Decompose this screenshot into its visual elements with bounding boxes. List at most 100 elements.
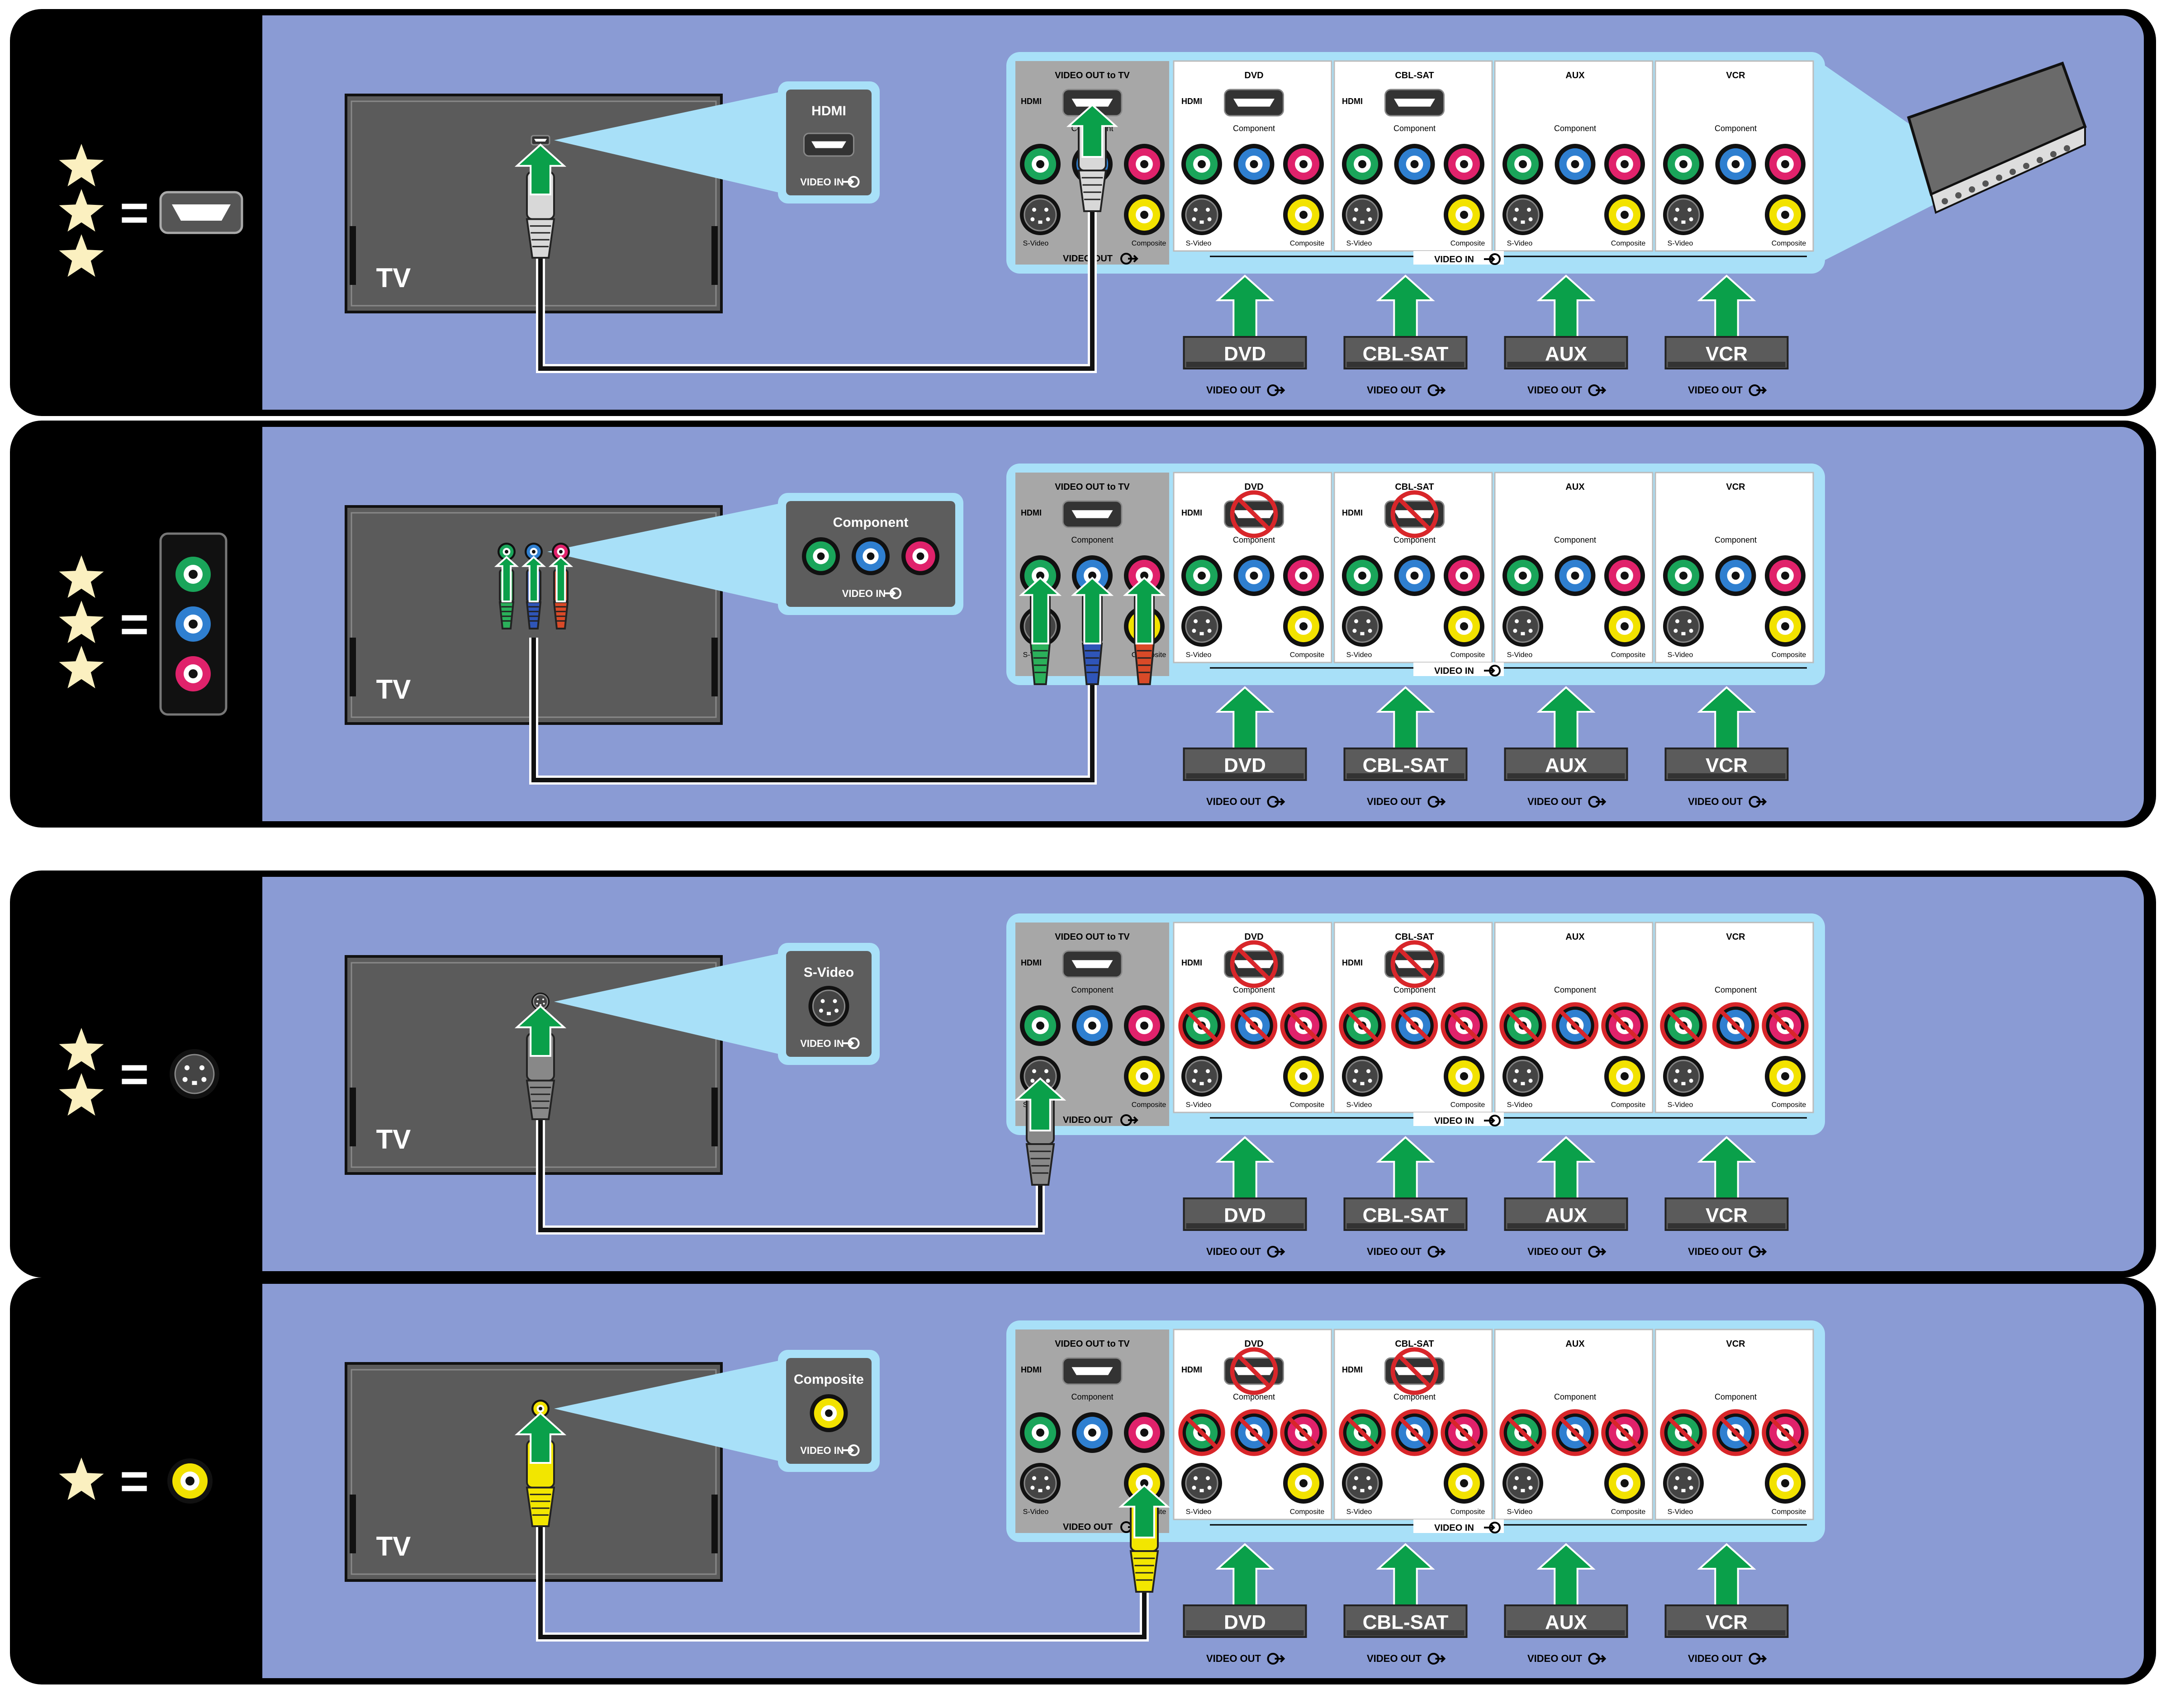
in-svideo-port [1342,606,1383,647]
rca-jack-icon [552,543,570,561]
not-available-icon [1441,1409,1488,1456]
callout-beam [554,952,787,1056]
rca-jack-icon [1394,144,1435,185]
not-available-icon [1230,1002,1278,1049]
not-available-icon [1178,1002,1225,1049]
rca-jack-icon [1233,555,1275,596]
video-in-footer: VIDEO IN [1434,666,1474,676]
in-composite-port [1765,1056,1806,1097]
source-footer: VIDEO OUT [1367,1246,1422,1257]
composite-label: Composite [1450,1508,1485,1516]
section-title: AUX [1565,71,1585,80]
rca-jack-icon [1765,555,1806,596]
not-available-icon [1712,1409,1759,1456]
quality-rating [59,144,104,277]
svideo-label: S-Video [1186,240,1212,247]
star-icon [59,189,104,232]
receiver-arrow-icon [1066,104,1119,158]
not-available-icon [1660,1002,1707,1049]
svideo-label: S-Video [1023,1508,1049,1516]
in-composite-port [1604,1056,1645,1097]
svideo-icon [170,1049,219,1099]
up-arrow-icon [1019,577,1062,644]
in-composite-port [1604,1463,1645,1504]
source-name: CBL-SAT [1363,343,1449,365]
rca-jack-icon [1283,555,1324,596]
source-name: AUX [1545,754,1587,776]
svideo-label: S-Video [1346,1508,1372,1516]
hdmi-label: HDMI [1342,1365,1363,1374]
video-out-icon [1588,1653,1607,1665]
video-in-icon [1484,665,1501,677]
not-available-icon [1762,1409,1809,1456]
hdmi-label: HDMI [1342,97,1363,106]
in-svideo-port [1181,1463,1222,1504]
cable-line [538,1495,1147,1639]
component-label: Component [1554,535,1596,544]
component-label: Component [1233,1392,1275,1401]
up-arrow-icon [494,556,519,602]
video-out-title: VIDEO OUT to TV [1055,482,1130,492]
cable-line [538,170,1095,371]
in-composite-port [1444,1056,1484,1097]
svideo-label: S-Video [1507,1508,1533,1516]
composite-label: Composite [1611,651,1646,659]
section-title: CBL-SAT [1395,1339,1434,1349]
receiver-arrow-icon [1014,1077,1066,1131]
rca-jack-icon [525,543,543,561]
composite-label: Composite [1290,1101,1325,1109]
video-in-icon [843,176,860,188]
in-svideo-port [1663,1463,1704,1504]
component-label: Component [1554,124,1596,133]
in-svideo-port [1342,1056,1383,1097]
not-available-icon [1339,1002,1386,1049]
not-available-icon [1339,1409,1386,1456]
source-footer: VIDEO OUT [1206,796,1261,807]
in-svideo-port [1181,606,1222,647]
rca-jack-icon [1072,1005,1113,1046]
callout-beam [554,90,787,194]
rca-jack-icon [1072,555,1113,596]
up-arrow-icon [521,556,546,602]
tv-arrow-icon [514,143,567,195]
composite-label: Composite [1450,651,1485,659]
not-available-icon [1601,1002,1648,1049]
cable [514,1412,1171,1642]
not-available-icon [1280,1409,1327,1456]
section-title: CBL-SAT [1395,932,1434,942]
rca-jack-icon [1020,1005,1061,1046]
tv-plug [526,1439,555,1527]
video-in-icon [843,1444,860,1456]
source-footer: VIDEO OUT [1688,1246,1743,1257]
rca-jack-icon [1663,555,1704,596]
section-title: CBL-SAT [1395,71,1434,80]
component-label: Component [1393,535,1436,544]
star-icon [59,234,104,277]
source-name: VCR [1706,1611,1748,1633]
star-icon [59,1457,104,1500]
section-title: DVD [1244,932,1263,942]
in-composite-port [1604,194,1645,235]
not-available-icon [1660,1409,1707,1456]
rca-jack-icon [1020,555,1061,596]
not-available-icon [1441,1002,1488,1049]
av-receiver: VIDEO OUT to TVHDMIComponentS-VideoCompo… [1006,1320,1825,1542]
in-svideo-port [1663,194,1704,235]
component-label: Component [1393,124,1436,133]
out-hdmi-port [1062,1357,1123,1385]
rca-jack-icon [1663,144,1704,185]
video-out-icon [1120,1114,1138,1126]
rca-jack-icon [1124,1412,1165,1453]
in-composite-port [1444,194,1484,235]
video-out-icon [1120,253,1138,265]
